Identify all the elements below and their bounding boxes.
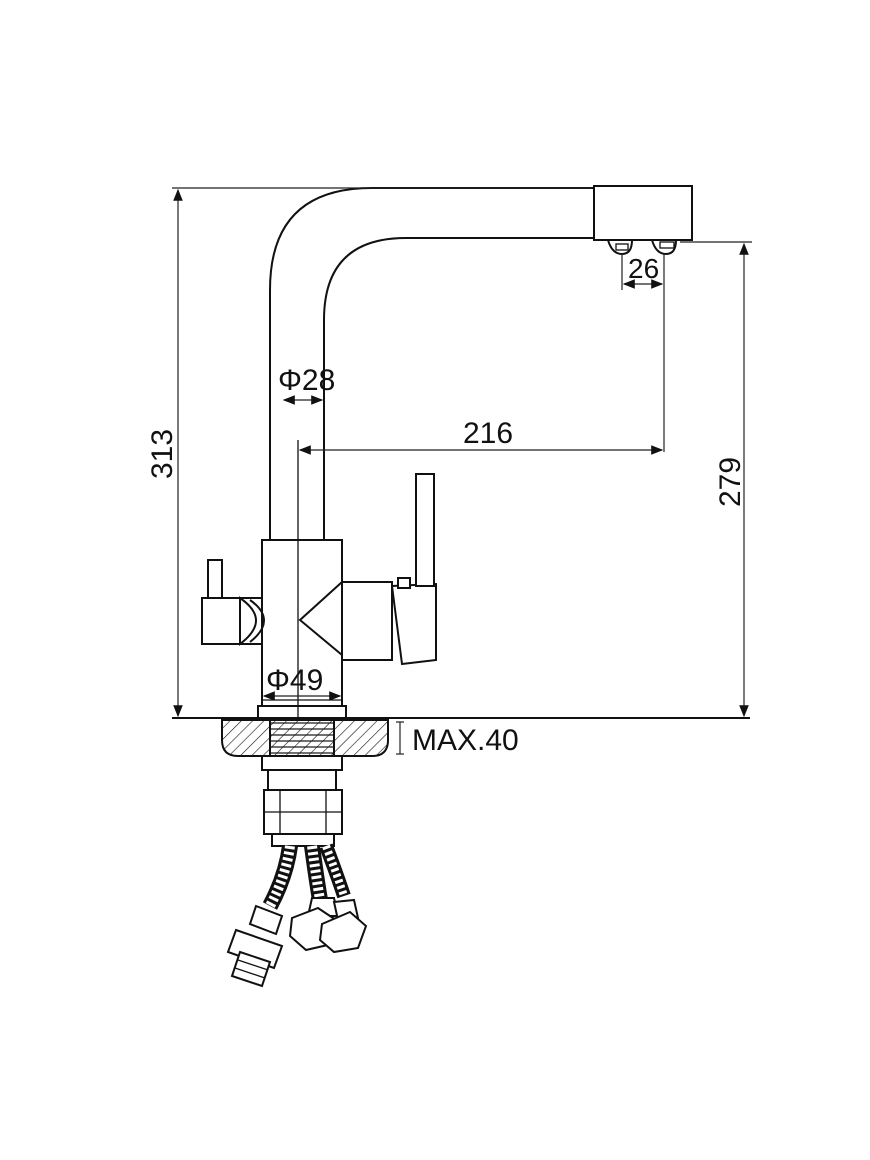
dim-body-diameter-label: Φ49 <box>266 664 323 697</box>
left-handle <box>201 559 265 647</box>
dim-total-height-label: 313 <box>146 429 179 479</box>
faucet-outline <box>201 185 693 719</box>
spout-inner <box>323 237 596 540</box>
dim-max-countertop: MAX.40 <box>396 721 519 757</box>
countertop-section <box>172 717 750 757</box>
dim-aerator-spacing-label: 26 <box>628 253 659 284</box>
spout-head <box>593 185 693 241</box>
mounting-hardware <box>226 755 368 988</box>
aerator-right <box>651 239 677 256</box>
dim-total-height: 313 <box>146 187 592 718</box>
dim-pipe-diameter-label: Φ28 <box>278 364 335 397</box>
dim-reach-label: 216 <box>463 417 513 450</box>
dim-spout-height: 279 <box>680 241 752 718</box>
dim-reach: 216 <box>298 254 665 455</box>
mount-thread <box>269 719 335 757</box>
dim-max-countertop-label: MAX.40 <box>412 724 519 757</box>
dim-spout-height-label: 279 <box>714 457 747 507</box>
dim-pipe-diameter: Φ28 <box>278 364 335 405</box>
hose-fitting-right <box>288 897 368 954</box>
dim-aerator-spacing: 26 <box>621 253 664 290</box>
hose-fitting-left <box>226 904 284 988</box>
base-ring <box>257 705 347 719</box>
main-body <box>261 539 343 711</box>
dim-body-diameter: Φ49 <box>262 664 342 701</box>
right-handle <box>298 473 437 666</box>
